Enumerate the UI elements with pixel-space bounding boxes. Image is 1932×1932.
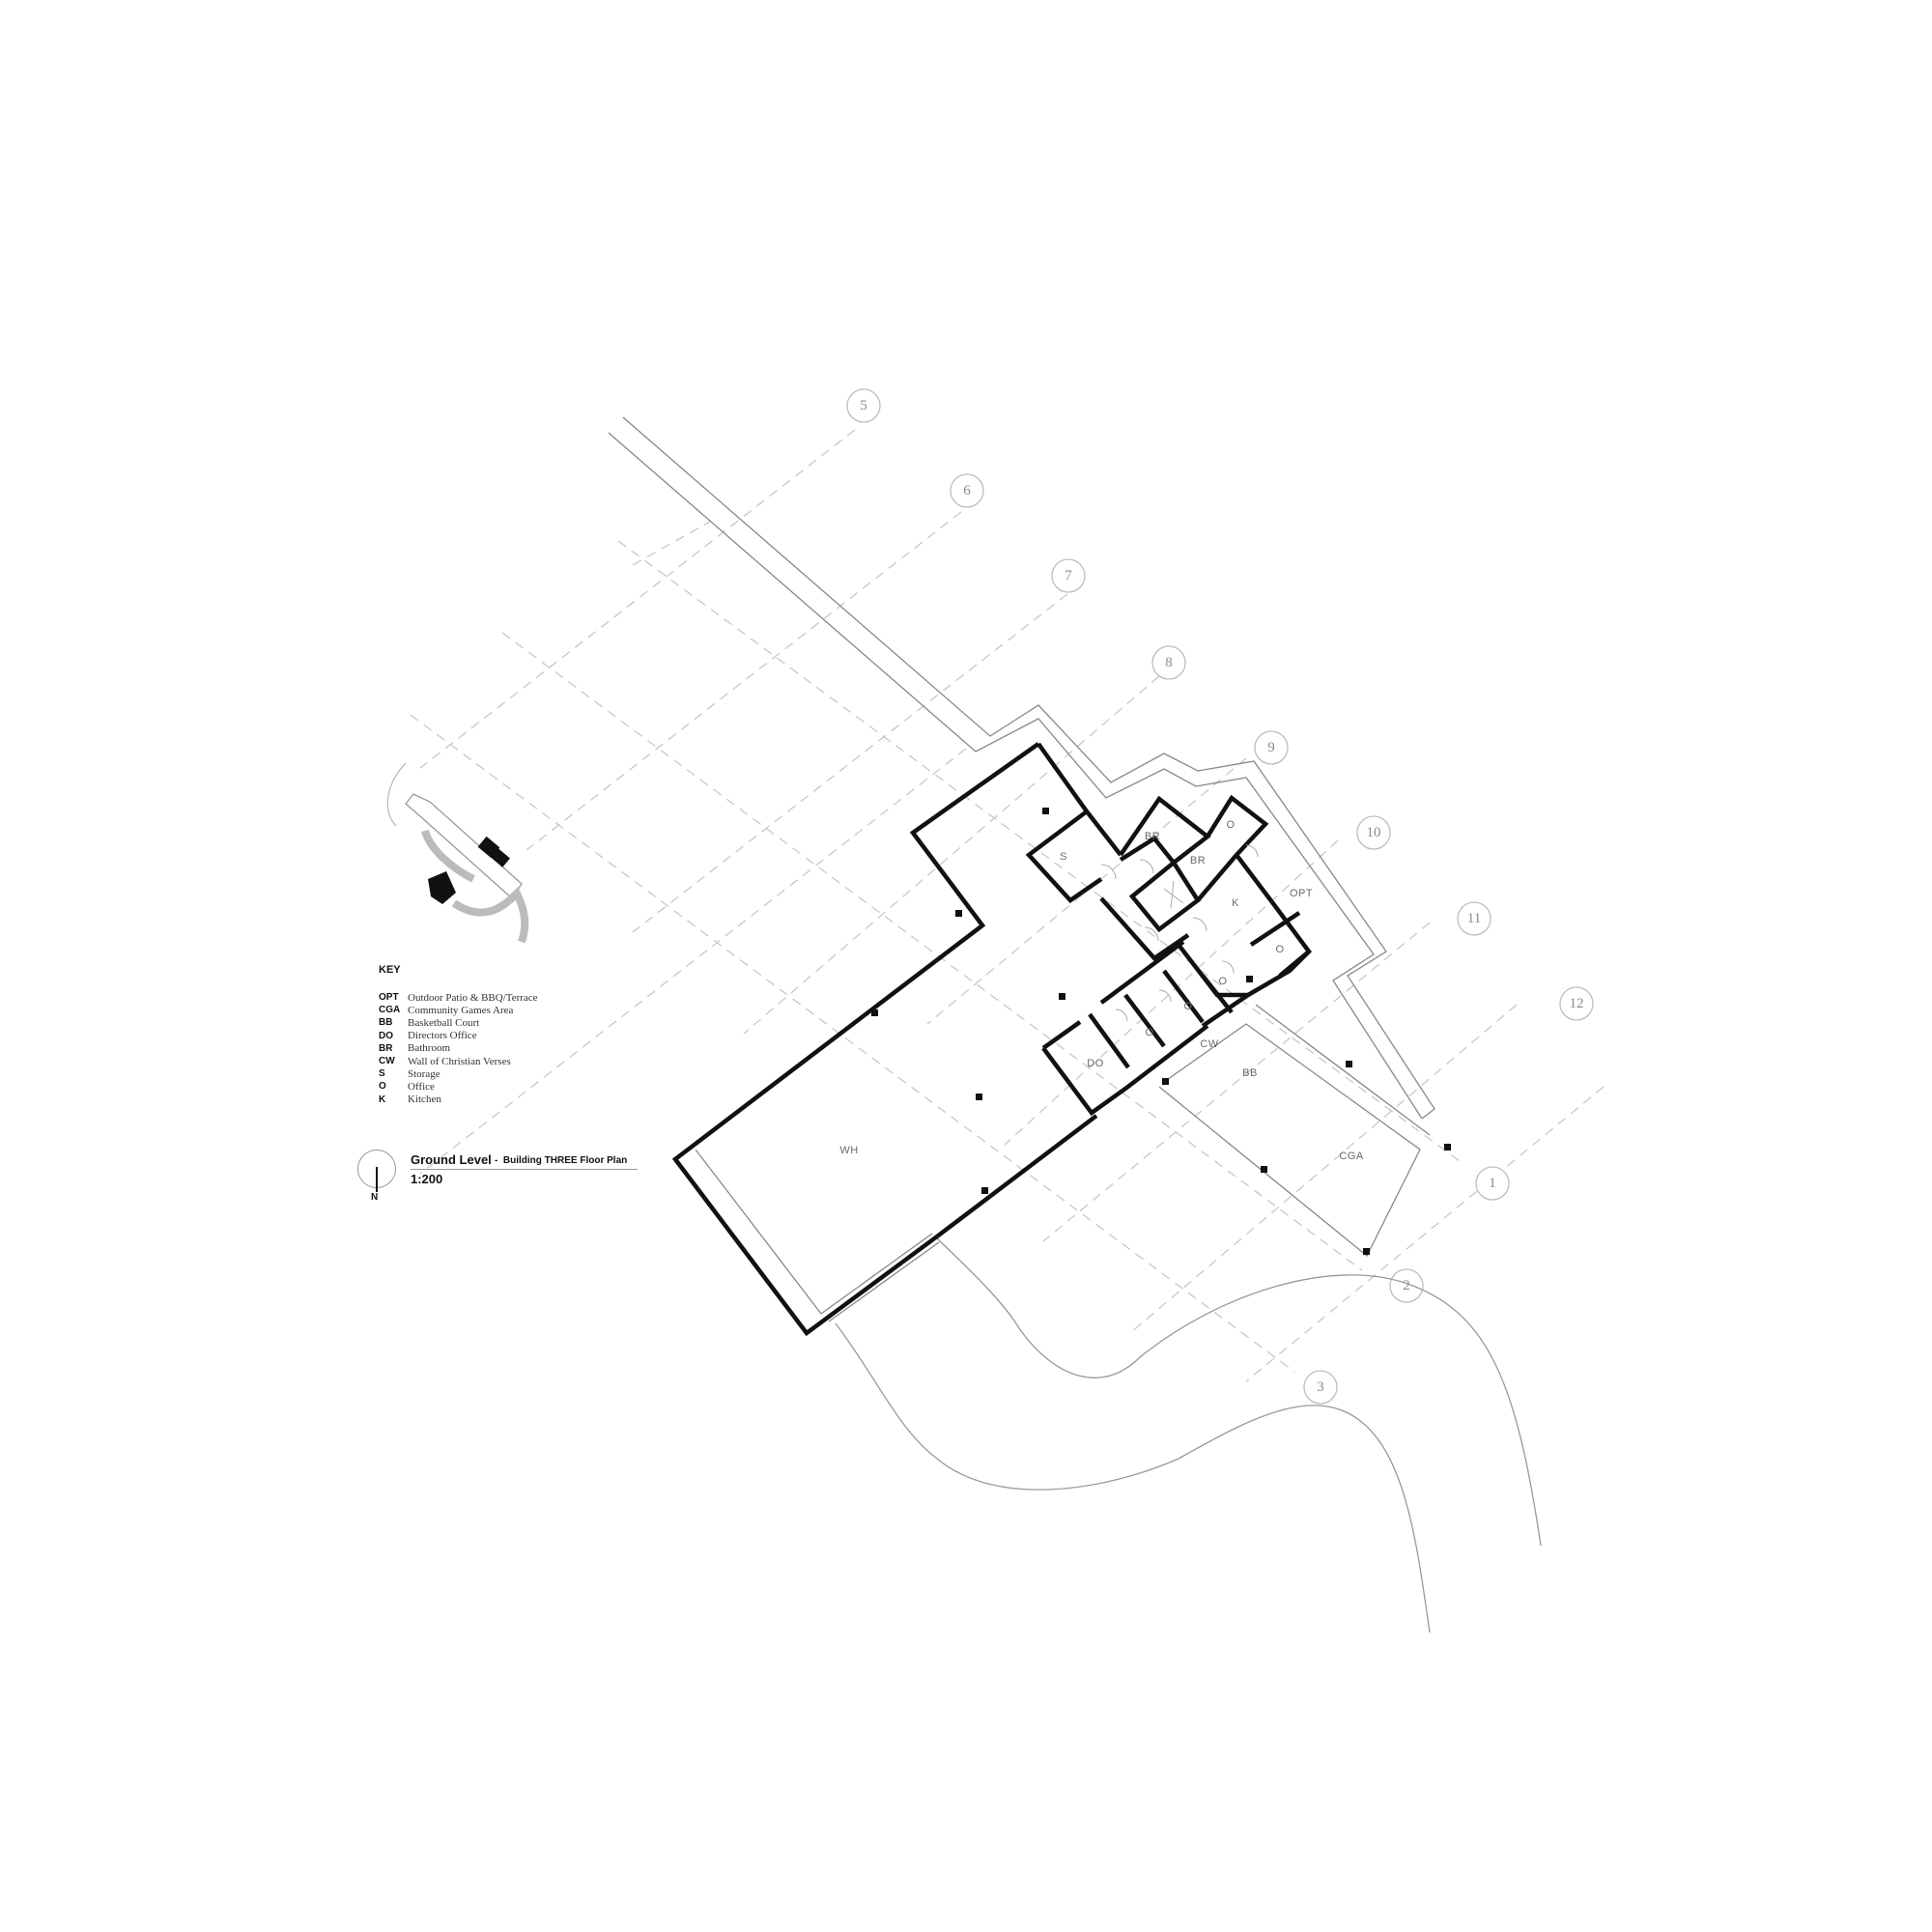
key-abbr: OPT xyxy=(379,992,399,1004)
building-walls xyxy=(671,742,1431,1337)
key-abbr: BR xyxy=(379,1042,393,1054)
key-abbr: S xyxy=(379,1068,385,1080)
key-row: CGA Community Games Area xyxy=(379,1004,611,1016)
key-desc: Basketball Court xyxy=(408,1016,480,1029)
svg-text:1: 1 xyxy=(1489,1176,1496,1191)
grid-bubble-7: 7 xyxy=(1051,558,1086,593)
road xyxy=(835,1237,1542,1634)
grid-bubble-12: 12 xyxy=(1559,986,1594,1021)
svg-text:11: 11 xyxy=(1467,911,1481,926)
key-row: BR Bathroom xyxy=(379,1042,611,1055)
room-label-o4: O xyxy=(1183,1001,1192,1012)
svg-text:10: 10 xyxy=(1367,825,1381,840)
grid-bubble-5: 5 xyxy=(846,388,881,423)
key-desc: Wall of Christian Verses xyxy=(408,1055,511,1067)
title-separator: - xyxy=(495,1155,498,1166)
room-label-o1: O xyxy=(1226,819,1235,831)
key-row: CW Wall of Christian Verses xyxy=(379,1055,611,1067)
key-desc: Outdoor Patio & BBQ/Terrace xyxy=(408,991,538,1004)
key-desc: Community Games Area xyxy=(408,1004,514,1016)
key-row: K Kitchen xyxy=(379,1094,611,1106)
key-row: O Office xyxy=(379,1080,611,1093)
svg-text:7: 7 xyxy=(1065,568,1072,583)
legend-key: KEY OPT Outdoor Patio & BBQ/Terrace CGA Co… xyxy=(379,964,611,1106)
svg-text:5: 5 xyxy=(860,398,867,413)
svg-text:12: 12 xyxy=(1570,996,1584,1011)
svg-text:8: 8 xyxy=(1165,655,1173,670)
room-label-k: K xyxy=(1232,897,1239,909)
door-swings xyxy=(1100,844,1259,1022)
key-row: OPT Outdoor Patio & BBQ/Terrace xyxy=(379,991,611,1004)
key-abbr: O xyxy=(379,1081,386,1093)
key-abbr: CGA xyxy=(379,1005,401,1016)
drawing-title-block: N Ground Level - Building THREE Floor Pl… xyxy=(357,1150,647,1208)
subtitle-text: Building THREE Floor Plan xyxy=(502,1155,628,1166)
key-desc: Office xyxy=(408,1080,435,1093)
svg-text:2: 2 xyxy=(1403,1278,1410,1293)
key-desc: Kitchen xyxy=(408,1094,441,1106)
room-label-o3: O xyxy=(1218,976,1227,987)
room-label-bb: BB xyxy=(1242,1067,1258,1079)
key-abbr: CW xyxy=(379,1056,395,1067)
room-label-br2: BR xyxy=(1190,855,1206,867)
key-desc: Directors Office xyxy=(408,1030,477,1042)
grid-bubble-9: 9 xyxy=(1254,730,1289,765)
svg-text:6: 6 xyxy=(963,483,971,498)
key-abbr: BB xyxy=(379,1017,393,1029)
key-row: BB Basketball Court xyxy=(379,1016,611,1029)
key-title: KEY xyxy=(379,964,401,976)
grid-bubble-2: 2 xyxy=(1389,1268,1424,1303)
drawing-subtitle: - Building THREE Floor Plan xyxy=(495,1155,627,1166)
grid-bubble-1: 1 xyxy=(1475,1166,1510,1201)
north-arrow-line xyxy=(376,1167,378,1192)
drawing-scale: 1:200 xyxy=(411,1172,443,1186)
grid-lines xyxy=(410,429,1605,1382)
grid-bubble-3: 3 xyxy=(1303,1370,1338,1405)
key-abbr: K xyxy=(379,1094,386,1105)
room-label-cga: CGA xyxy=(1339,1151,1364,1162)
key-row: DO Directors Office xyxy=(379,1030,611,1042)
north-label: N xyxy=(371,1192,379,1203)
room-labels: WH S BR BR O K OPT O O O O DO CW BB CGA xyxy=(839,819,1363,1162)
key-desc: Bathroom xyxy=(408,1042,450,1055)
svg-text:3: 3 xyxy=(1317,1379,1324,1395)
key-abbr: DO xyxy=(379,1030,393,1041)
site-boundary xyxy=(608,416,1435,1120)
room-label-cw: CW xyxy=(1200,1038,1218,1050)
grid-bubble-11: 11 xyxy=(1457,901,1492,936)
room-label-opt: OPT xyxy=(1290,888,1313,899)
drawing-title: Ground Level xyxy=(411,1152,492,1167)
svg-text:9: 9 xyxy=(1267,740,1275,755)
room-label-wh: WH xyxy=(839,1145,858,1156)
key-row: S Storage xyxy=(379,1067,611,1080)
title-rule xyxy=(411,1169,638,1170)
room-label-s: S xyxy=(1060,851,1067,863)
grid-bubble-8: 8 xyxy=(1151,645,1186,680)
grid-bubble-6: 6 xyxy=(950,473,984,508)
room-label-o2: O xyxy=(1275,944,1284,955)
room-label-o5: O xyxy=(1145,1027,1153,1038)
columns xyxy=(871,808,1451,1255)
key-desc: Storage xyxy=(408,1067,440,1080)
grid-bubble-10: 10 xyxy=(1356,815,1391,850)
room-label-br1: BR xyxy=(1145,831,1160,842)
location-thumbnail xyxy=(386,762,529,944)
room-label-do: DO xyxy=(1087,1058,1104,1069)
